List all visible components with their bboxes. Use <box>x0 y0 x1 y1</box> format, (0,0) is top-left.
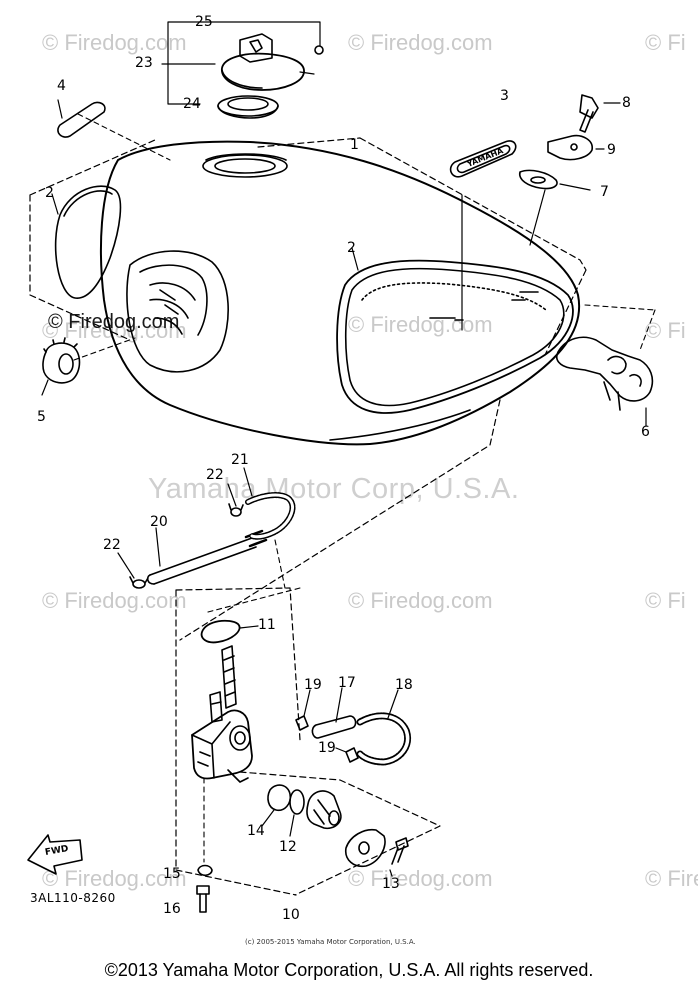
callout-21: 21 <box>231 452 249 468</box>
part-18-hose <box>356 712 411 766</box>
fuel-cock <box>191 645 253 783</box>
watermark-firedog: © Firedog.com <box>348 866 493 891</box>
part-14-disc <box>267 784 292 812</box>
callout-15: 15 <box>163 866 181 882</box>
part-9-bracket <box>547 134 593 161</box>
callout-16: 16 <box>163 901 181 917</box>
callout-25: 25 <box>195 14 213 30</box>
diagram-code: 3AL110-8260 <box>30 891 116 905</box>
cover-plate <box>344 828 386 868</box>
callout-7: 7 <box>600 184 609 200</box>
callout-12: 12 <box>279 839 297 855</box>
watermark-firedog-partial: © Fire <box>645 866 698 891</box>
callout-13: 13 <box>382 876 400 892</box>
watermark-firedog: © Firedog.com <box>348 588 493 613</box>
watermark-firedog-partial: © Fi <box>645 30 686 55</box>
callout-22-bottom: 22 <box>103 537 121 553</box>
part-17-hose <box>311 715 357 739</box>
watermark-firedog: © Firedog.com <box>42 318 187 343</box>
callout-14: 14 <box>247 823 265 839</box>
callout-17: 17 <box>338 675 356 691</box>
filter-cup <box>306 790 342 830</box>
part-16-screw <box>196 885 210 913</box>
part-22-clip <box>129 503 244 589</box>
watermark-firedog: © Firedog.com <box>42 866 187 891</box>
callout-8: 8 <box>622 95 631 111</box>
callout-9: 9 <box>607 142 616 158</box>
part-3-emblem <box>449 140 517 178</box>
part-4-strip <box>57 101 106 138</box>
part-5-cap-nut <box>42 337 81 384</box>
part-15-washer <box>197 864 213 877</box>
watermark-yamaha: Yamaha Motor Corp, U.S.A. <box>148 473 520 505</box>
callout-2-right: 2 <box>347 240 356 256</box>
callout-6: 6 <box>641 424 650 440</box>
callout-10: 10 <box>282 907 300 923</box>
watermark-firedog: © Firedog.com <box>348 312 493 337</box>
callout-22-top: 22 <box>206 467 224 483</box>
callout-1: 1 <box>350 137 359 153</box>
callout-19-top: 19 <box>304 677 322 693</box>
fuel-cap <box>217 33 324 119</box>
watermark-firedog: © Firedog.com <box>42 30 187 55</box>
callout-18: 18 <box>395 677 413 693</box>
fwd-arrow <box>27 834 83 875</box>
part-8-bolt <box>579 94 599 133</box>
watermark-firedog-dark: © Firedog.com <box>48 311 180 333</box>
part-7-washer <box>518 169 558 190</box>
callout-23: 23 <box>135 55 153 71</box>
callout-5: 5 <box>37 409 46 425</box>
callout-4: 4 <box>57 78 66 94</box>
part-20-pipe <box>146 529 268 585</box>
callout-20: 20 <box>150 514 168 530</box>
part-13-screw <box>391 837 409 865</box>
callout-11: 11 <box>258 617 276 633</box>
part-12-oring <box>289 789 305 815</box>
watermark-firedog-partial: © Fi <box>645 318 686 343</box>
small-copyright: (c) 2005-2015 Yamaha Motor Corporation, … <box>245 938 416 946</box>
watermark-firedog: © Firedog.com <box>42 588 187 613</box>
watermark-firedog: © Firedog.com <box>348 30 493 55</box>
footer-copyright: ©2013 Yamaha Motor Corporation, U.S.A. A… <box>104 960 594 980</box>
fuel-tank <box>99 140 581 446</box>
watermark-firedog-partial: © Fi <box>645 588 686 613</box>
callout-24: 24 <box>183 96 201 112</box>
callout-3: 3 <box>500 88 509 104</box>
part-21-hose <box>245 492 296 540</box>
part-6-bracket <box>555 336 654 411</box>
part-19-clip <box>295 715 359 763</box>
callout-19-bottom: 19 <box>318 740 336 756</box>
callout-2-left: 2 <box>45 185 54 201</box>
